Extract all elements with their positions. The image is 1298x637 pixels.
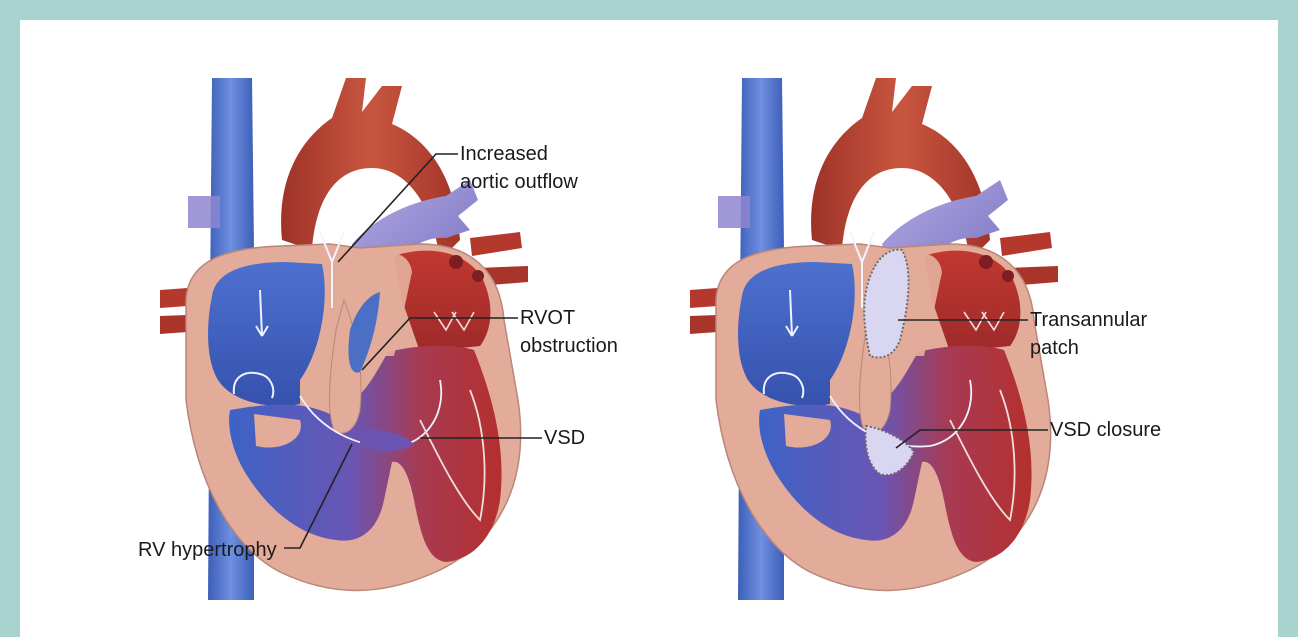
label-transannular-line1: Transannular — [1030, 309, 1147, 331]
label-vsd-closure: VSD closure — [1050, 419, 1161, 441]
label-transannular-line2: patch — [1030, 337, 1079, 359]
label-aortic-outflow-line1: Increased — [460, 143, 548, 165]
label-aortic-outflow-line2: aortic outflow — [460, 171, 578, 193]
label-rvot-line1: RVOT — [520, 307, 575, 329]
right-heart-illustration — [690, 78, 1058, 600]
label-rvot-line2: obstruction — [520, 335, 618, 357]
label-vsd: VSD — [544, 427, 585, 449]
label-rv-hypertrophy: RV hypertrophy — [138, 539, 277, 561]
